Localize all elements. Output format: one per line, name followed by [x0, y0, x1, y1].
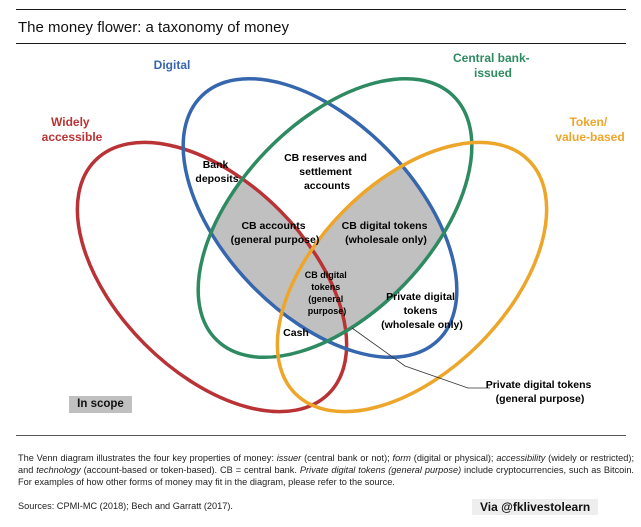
widely-accessible-ellipse	[75, 140, 349, 414]
page-title: The money flower: a taxonomy of money	[18, 19, 289, 36]
region-cb-reserves: CB reserves and settlement accounts	[284, 152, 370, 192]
region-cb-digital-general: CB digital tokens (general purpose)	[305, 270, 350, 316]
region-private-wholesale: Private digital tokens (wholesale only)	[381, 291, 463, 331]
digital-ellipse	[181, 76, 459, 360]
region-bank-deposits: Bank deposits	[195, 159, 238, 185]
callout-line	[351, 327, 490, 389]
watermark: Via @fklivestolearn	[472, 499, 599, 515]
set-label-digital: Digital	[154, 58, 191, 72]
region-cb-digital-wholesale: CB digital tokens (wholesale only)	[342, 220, 431, 246]
top-rule	[16, 9, 626, 10]
venn-diagram: Digital Central bank- issued Widely acce…	[42, 51, 625, 414]
region-private-general: Private digital tokens (general purpose)	[486, 379, 595, 405]
region-cb-accounts: CB accounts (general purpose)	[231, 220, 320, 246]
set-label-token: Token/ value-based	[555, 115, 624, 144]
set-label-central-bank: Central bank- issued	[453, 51, 533, 80]
title-rule	[16, 43, 626, 44]
token-ellipse	[275, 140, 549, 414]
region-cash: Cash	[283, 327, 309, 339]
diagram-note: The Venn diagram illustrates the four ke…	[18, 453, 635, 487]
central-bank-ellipse	[196, 76, 474, 360]
set-label-widely-accessible: Widely accessible	[42, 115, 103, 144]
legend-in-scope: In scope	[69, 396, 132, 413]
footer-rule	[16, 435, 626, 436]
sources-line: Sources: CPMI-MC (2018); Bech and Garrat…	[18, 501, 233, 511]
